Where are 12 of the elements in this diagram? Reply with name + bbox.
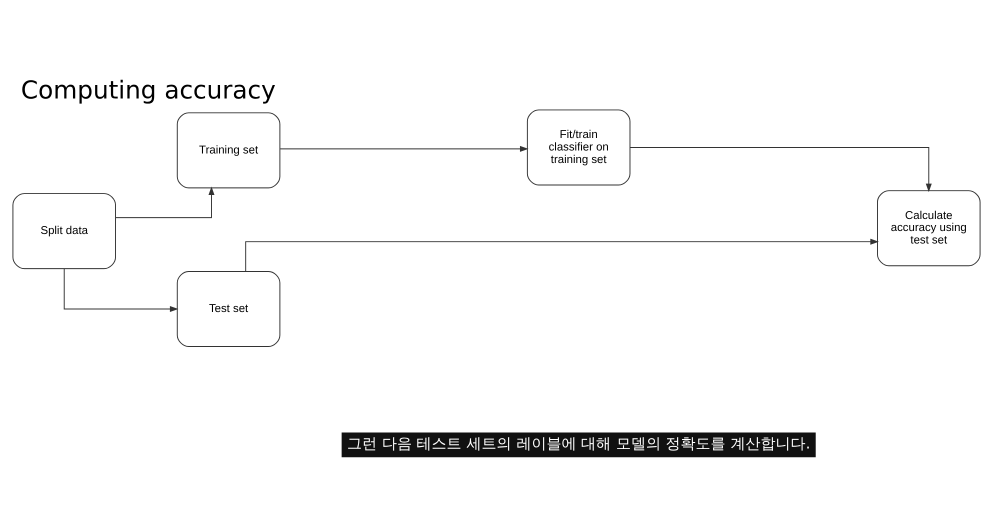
node-box: Calculate accuracy using test set [877, 190, 981, 266]
node-box: Split data [12, 193, 116, 270]
diagram-title: Computing accuracy [20, 75, 276, 104]
caption: 그런 다음 테스트 세트의 레이블에 대해 모델의 정확도를 계산합니다. [346, 434, 810, 452]
arrow [280, 146, 529, 152]
node-box: Test set [176, 270, 280, 347]
arrow [245, 238, 879, 272]
arrow [115, 186, 214, 218]
node-box: Training set [176, 112, 280, 188]
arrow [64, 268, 178, 312]
arrow [630, 147, 932, 192]
node-box: Fit/train classifier on training set [526, 109, 630, 186]
